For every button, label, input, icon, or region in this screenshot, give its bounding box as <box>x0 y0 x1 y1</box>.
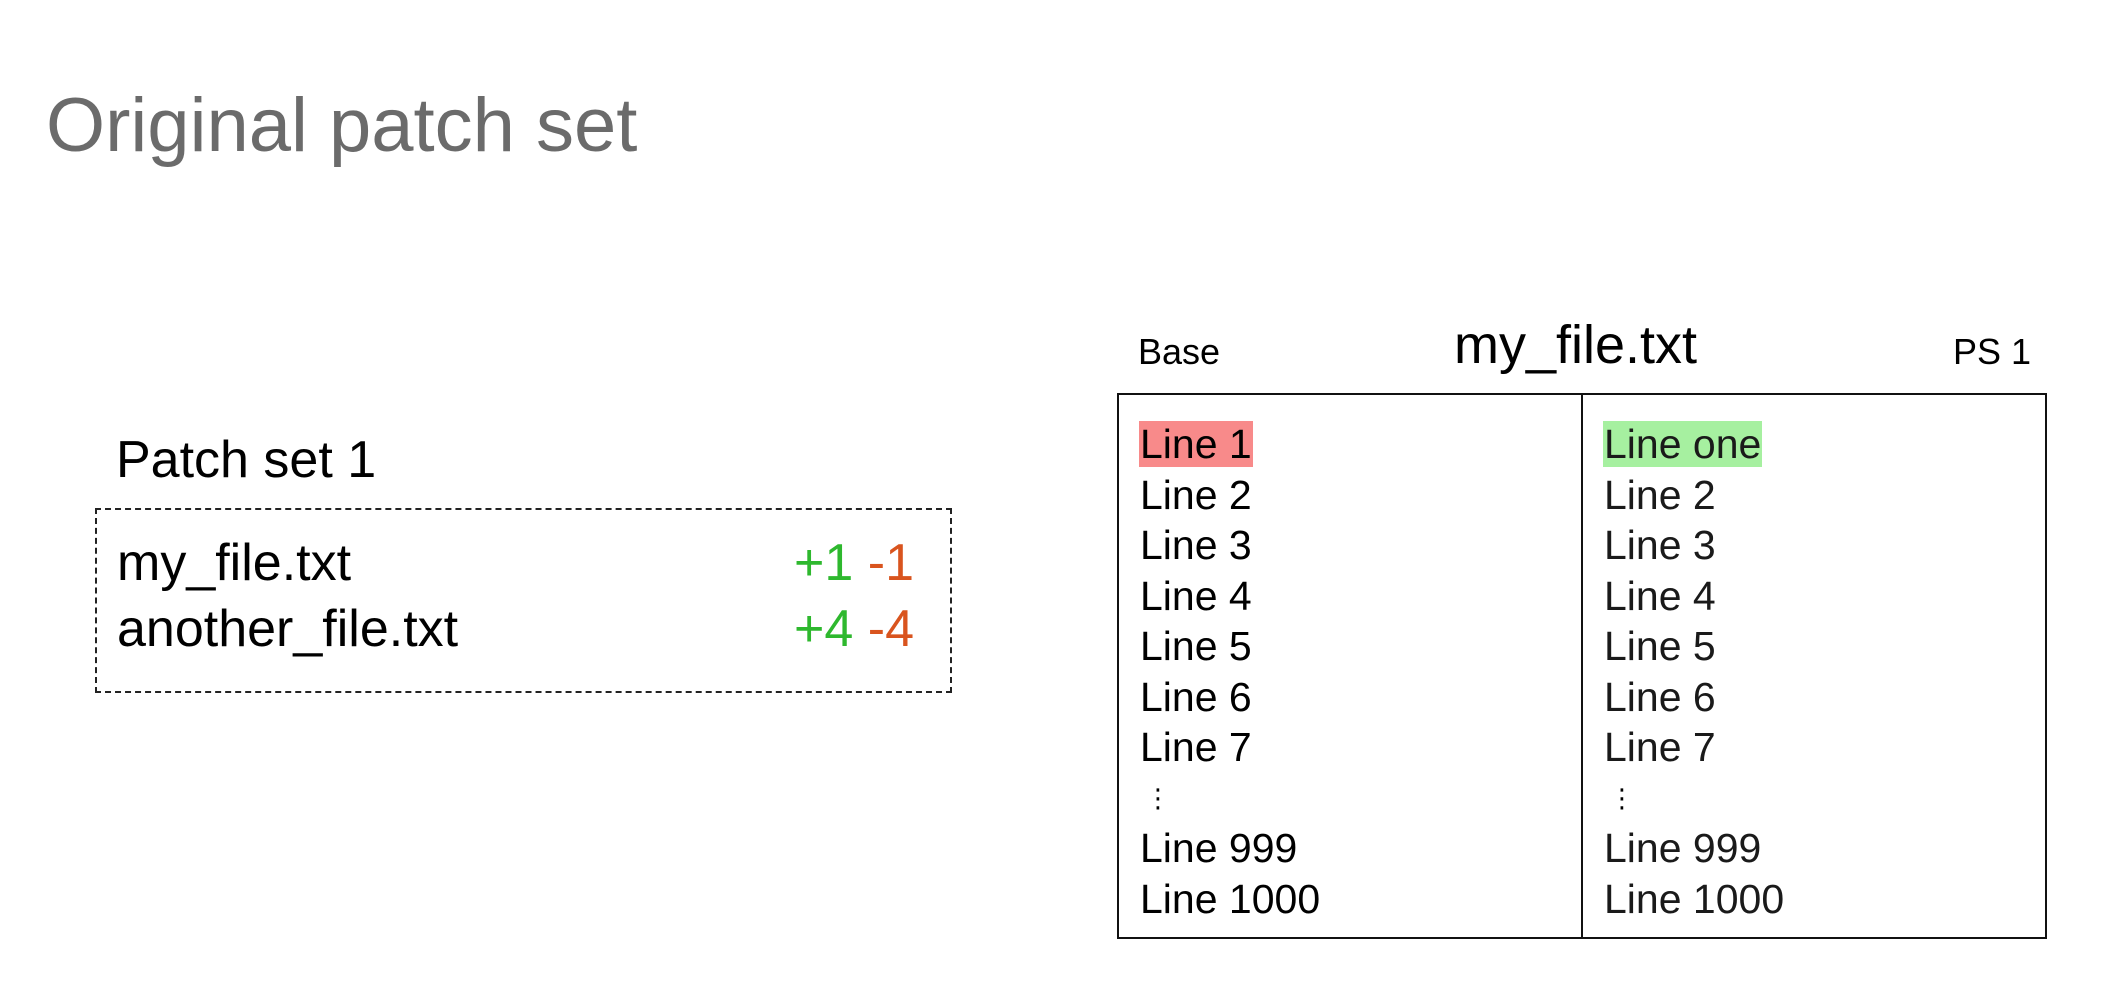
diff-line: Line 4 <box>1139 571 1321 622</box>
diff-line: Line 5 <box>1603 621 1785 672</box>
line-text: Line 2 <box>1604 471 1716 518</box>
diff-line: Line 4 <box>1603 571 1785 622</box>
line-text: Line 4 <box>1604 572 1716 619</box>
diff-line: Line 7 <box>1139 722 1321 773</box>
patch-set-label: PS 1 <box>1953 331 2032 372</box>
diff-line: Line 999 <box>1603 823 1785 874</box>
diff-lines-patch-set: Line one Line 2 Line 3 Line 4 Line 5 Lin… <box>1603 419 1785 924</box>
line-text: Line 1000 <box>1604 875 1785 922</box>
diff-line: Line 6 <box>1139 672 1321 723</box>
diff-line: Line 1000 <box>1603 874 1785 925</box>
diff-file-title: my_file.txt <box>1454 315 1698 375</box>
ellipsis-icon: ⋮ <box>1145 782 1171 813</box>
diff-line: Line 3 <box>1603 520 1785 571</box>
line-text: Line 5 <box>1140 623 1252 669</box>
line-text: Line 1000 <box>1140 875 1321 922</box>
ellipsis-icon: ⋮ <box>1609 782 1635 813</box>
line-text: Line 6 <box>1140 673 1252 720</box>
file-name[interactable]: another_file.txt <box>117 600 459 658</box>
diff-line: Line one <box>1603 419 1785 470</box>
line-counts: +1 -1 <box>794 530 914 596</box>
file-row-my-file[interactable]: my_file.txt +1 -1 <box>117 530 917 596</box>
page-title: Original patch set <box>46 83 638 168</box>
skipped-lines-icon[interactable]: ⋮ <box>1603 773 1785 824</box>
line-text: Line 3 <box>1604 522 1716 568</box>
diff-line: Line 1000 <box>1139 874 1321 925</box>
removed-count: -4 <box>867 600 914 658</box>
diff-lines-base: Line 1 Line 2 Line 3 Line 4 Line 5 Line … <box>1139 419 1321 924</box>
diff-line: Line 2 <box>1139 470 1321 521</box>
patch-set-file-list: my_file.txt +1 -1 another_file.txt +4 -4 <box>95 508 952 693</box>
added-line-text: Line one <box>1603 421 1763 467</box>
patch-set-heading: Patch set 1 <box>116 431 377 489</box>
line-text: Line 999 <box>1604 825 1762 871</box>
line-counts: +4 -4 <box>794 596 914 662</box>
line-text: Line 5 <box>1604 623 1716 669</box>
diff-line: Line 7 <box>1603 722 1785 773</box>
line-text: Line 7 <box>1604 724 1716 770</box>
diff-line: Line 2 <box>1603 470 1785 521</box>
line-text: Line 7 <box>1140 724 1252 770</box>
removed-count: -1 <box>867 534 914 592</box>
line-text: Line 3 <box>1140 522 1252 568</box>
file-name[interactable]: my_file.txt <box>117 534 352 592</box>
diff-line: Line 1 <box>1139 419 1321 470</box>
added-count: +4 <box>794 600 854 658</box>
line-text: Line 999 <box>1140 825 1298 871</box>
diff-panel-patch-set: Line one Line 2 Line 3 Line 4 Line 5 Lin… <box>1581 393 2047 939</box>
skipped-lines-icon[interactable]: ⋮ <box>1139 773 1321 824</box>
added-count: +1 <box>794 534 854 592</box>
base-label: Base <box>1138 331 1221 372</box>
line-text: Line 6 <box>1604 673 1716 720</box>
file-row-another-file[interactable]: another_file.txt +4 -4 <box>117 596 917 662</box>
removed-line-text: Line 1 <box>1139 421 1253 467</box>
line-text: Line 4 <box>1140 572 1252 619</box>
diff-line: Line 999 <box>1139 823 1321 874</box>
diff-line: Line 6 <box>1603 672 1785 723</box>
diff-line: Line 3 <box>1139 520 1321 571</box>
diff-panel-base: Line 1 Line 2 Line 3 Line 4 Line 5 Line … <box>1117 393 1583 939</box>
line-text: Line 2 <box>1140 471 1252 518</box>
diff-line: Line 5 <box>1139 621 1321 672</box>
